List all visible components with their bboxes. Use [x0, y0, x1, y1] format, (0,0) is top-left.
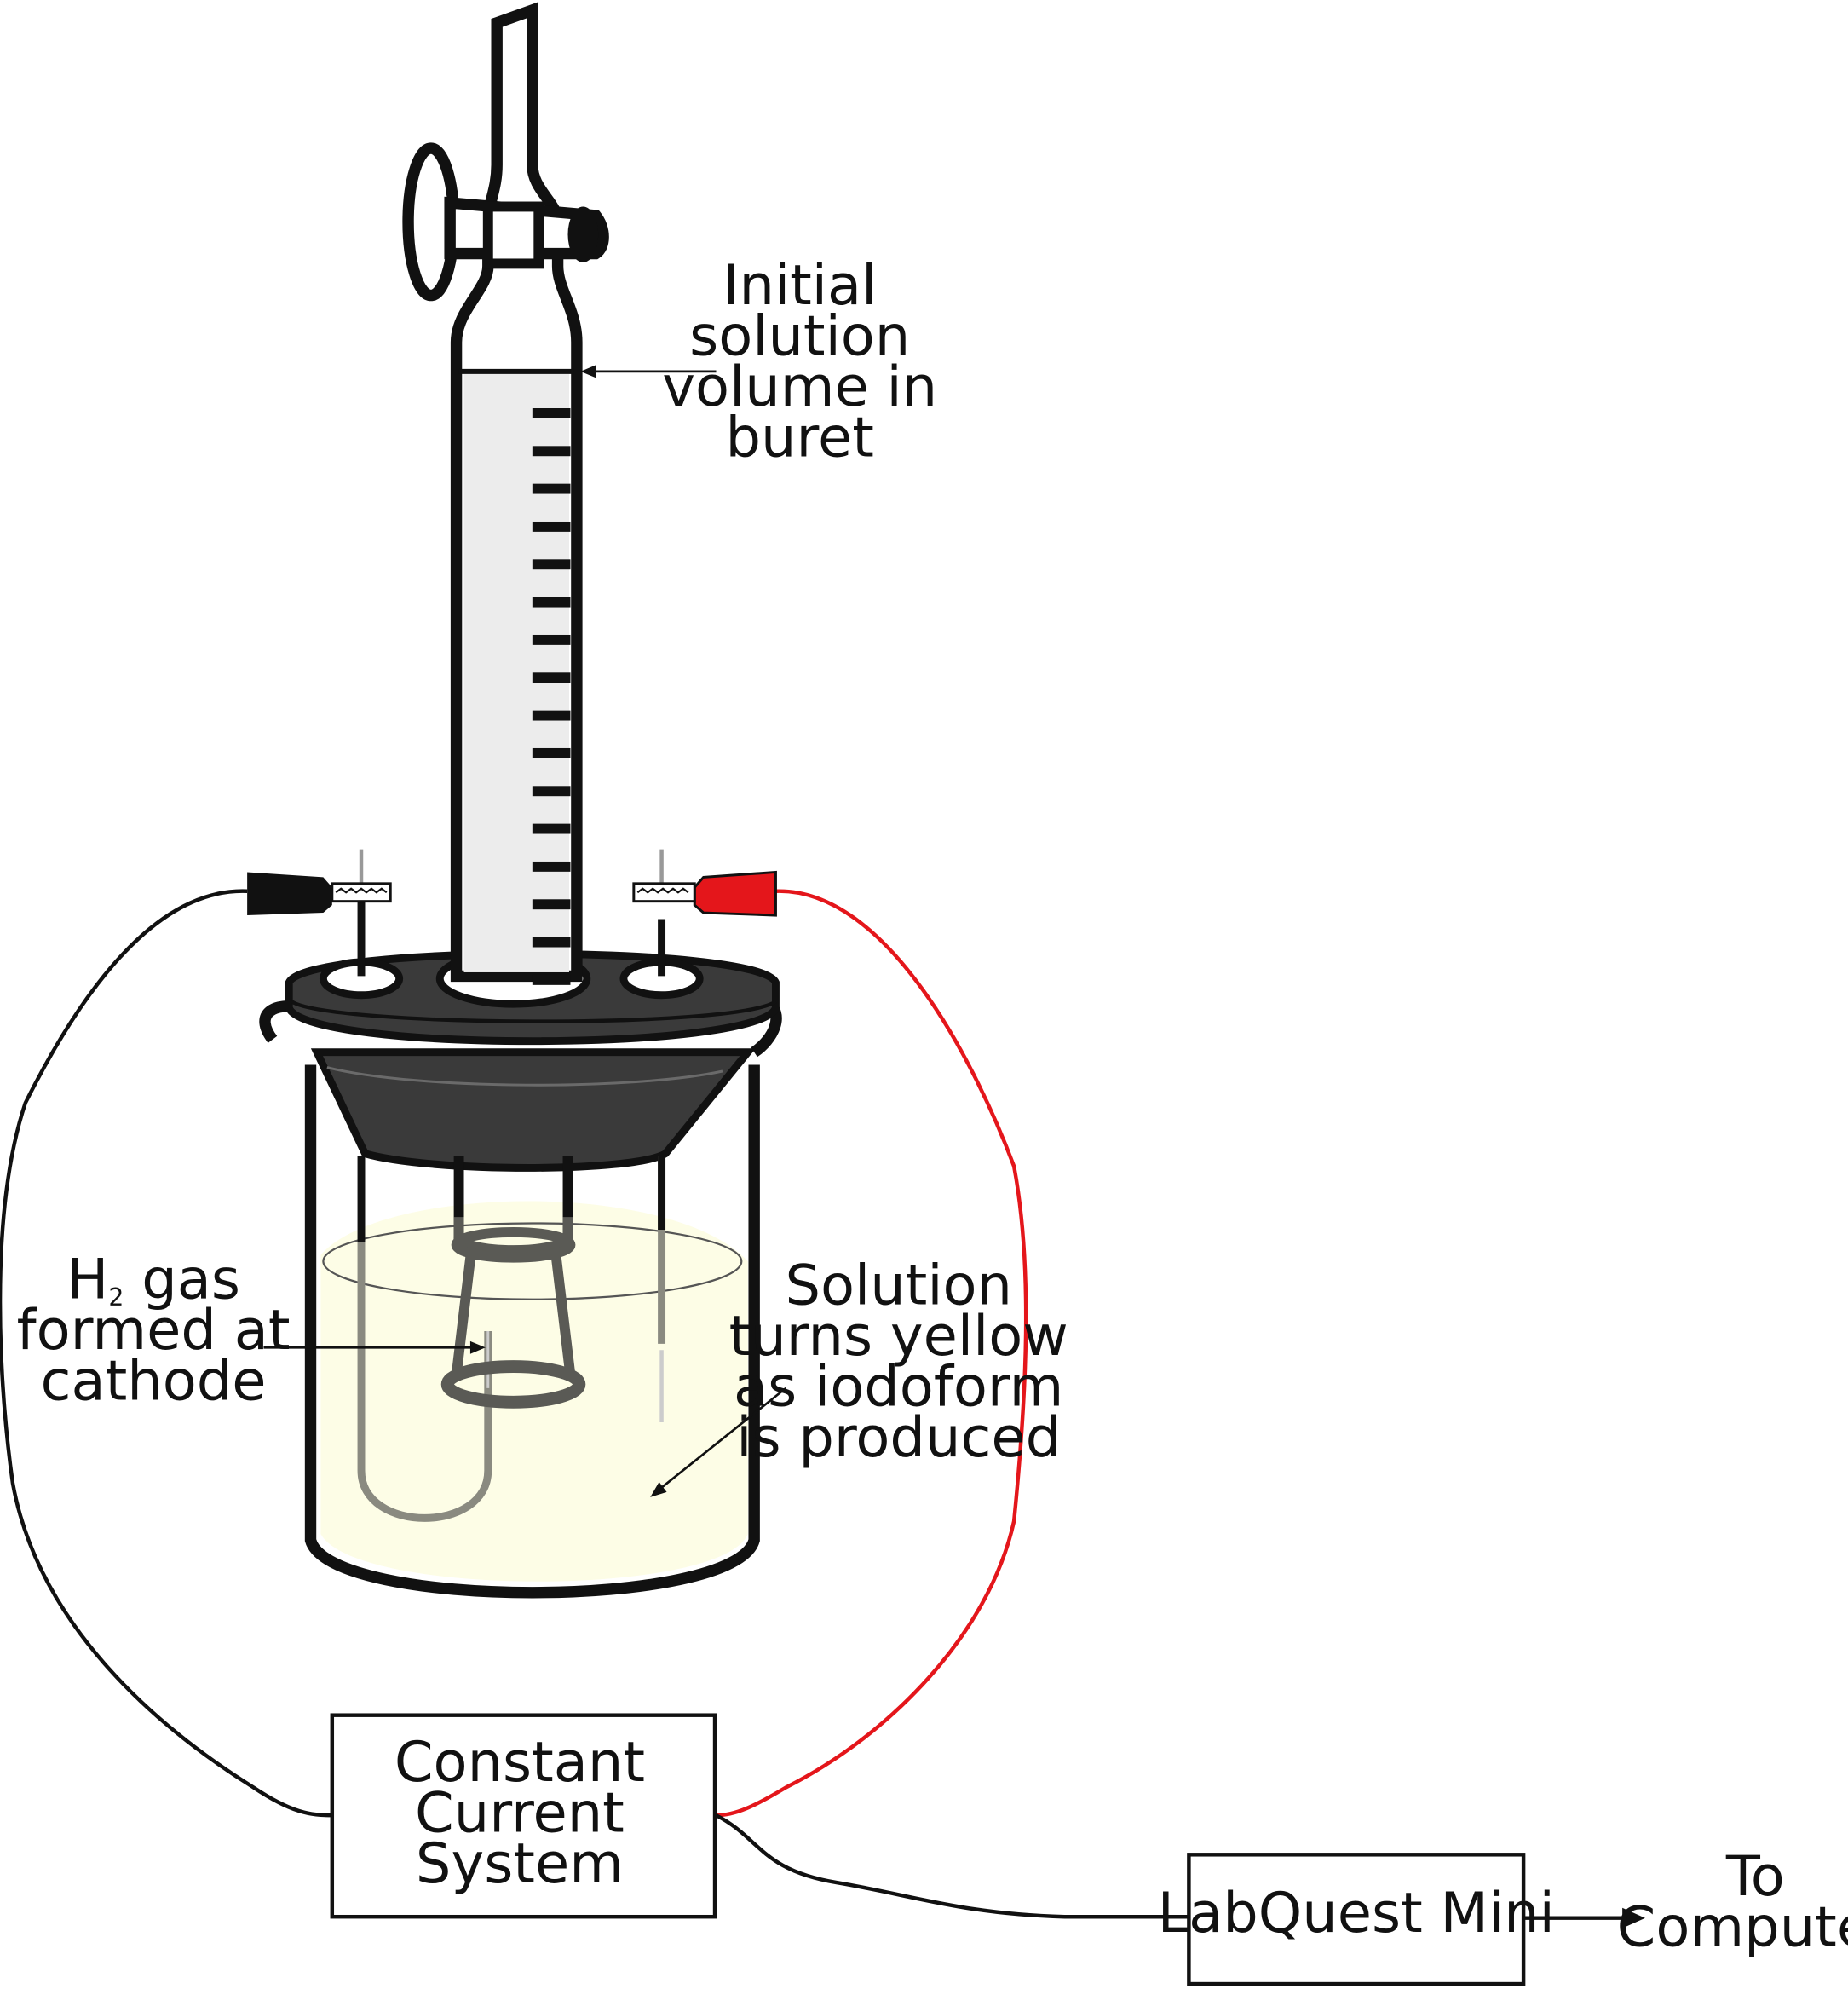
graduation-tick — [532, 521, 571, 532]
graduation-tick — [532, 786, 571, 797]
svg-text:solution: solution — [689, 304, 910, 369]
graduation-tick — [532, 974, 571, 985]
graduation-tick — [532, 672, 571, 683]
labquest-label: LabQuest Mini — [1158, 1881, 1555, 1946]
svg-text:Computer: Computer — [1617, 1894, 1848, 1959]
buret — [402, 2, 609, 985]
graduation-tick — [532, 937, 571, 948]
graduation-tick — [532, 597, 571, 608]
buret-label: Initial solution volume in buret — [662, 253, 937, 470]
svg-text:buret: buret — [726, 406, 874, 470]
red-alligator-clip-icon — [632, 870, 777, 917]
svg-text:cathode: cathode — [41, 1348, 267, 1413]
constant-current-system-box: Constant Current System — [330, 1713, 717, 1919]
solution-label: Solution turns yellow as iodoform is pro… — [729, 1254, 1068, 1471]
graduation-tick — [532, 634, 571, 645]
cathode-wire — [357, 1242, 492, 1522]
graduation-tick — [532, 407, 571, 418]
svg-text:H2 gas: H2 gas — [66, 1247, 240, 1312]
svg-text:turns yellow: turns yellow — [729, 1304, 1068, 1369]
yellow-solution — [320, 1201, 748, 1582]
svg-text:volume in: volume in — [662, 355, 937, 419]
ccs-line-2: Current — [415, 1781, 625, 1846]
svg-text:To: To — [1725, 1844, 1785, 1909]
graduation-tick — [532, 710, 571, 721]
h2-gas-label: H2 gas formed at cathode — [17, 1247, 291, 1413]
graduation-tick — [532, 861, 571, 872]
signal-wire — [715, 1813, 1189, 1919]
to-computer-label: To Computer — [1617, 1844, 1848, 1960]
stopper-lid — [285, 949, 780, 1172]
labquest-mini-box: LabQuest Mini — [1158, 1853, 1555, 1986]
black-alligator-clip-icon — [247, 872, 392, 916]
svg-text:Solution: Solution — [785, 1254, 1012, 1318]
svg-text:is produced: is produced — [736, 1405, 1061, 1470]
svg-text:formed at: formed at — [17, 1298, 291, 1363]
solution-pointer-arrow — [650, 1387, 787, 1497]
solution-surface — [322, 1222, 743, 1300]
red-wire — [716, 889, 1028, 1818]
h2-pointer-arrow — [263, 1340, 486, 1354]
graduation-tick — [532, 823, 571, 834]
svg-text:as iodoform: as iodoform — [734, 1355, 1063, 1420]
graduation-tick — [532, 446, 571, 457]
graduation-tick — [532, 899, 571, 910]
to-computer-arrow — [1523, 1907, 1645, 1928]
graduation-tick — [532, 483, 571, 494]
gas-collection-tube — [440, 1156, 586, 1409]
black-wire — [0, 889, 332, 1818]
graduation-tick — [532, 747, 571, 758]
buret-pointer-arrow — [580, 365, 717, 378]
buret-graduations — [532, 407, 571, 985]
ccs-line-3: System — [416, 1831, 624, 1896]
graduation-tick — [532, 559, 571, 570]
ccs-line-1: Constant — [394, 1730, 645, 1795]
svg-text:Initial: Initial — [723, 253, 877, 318]
